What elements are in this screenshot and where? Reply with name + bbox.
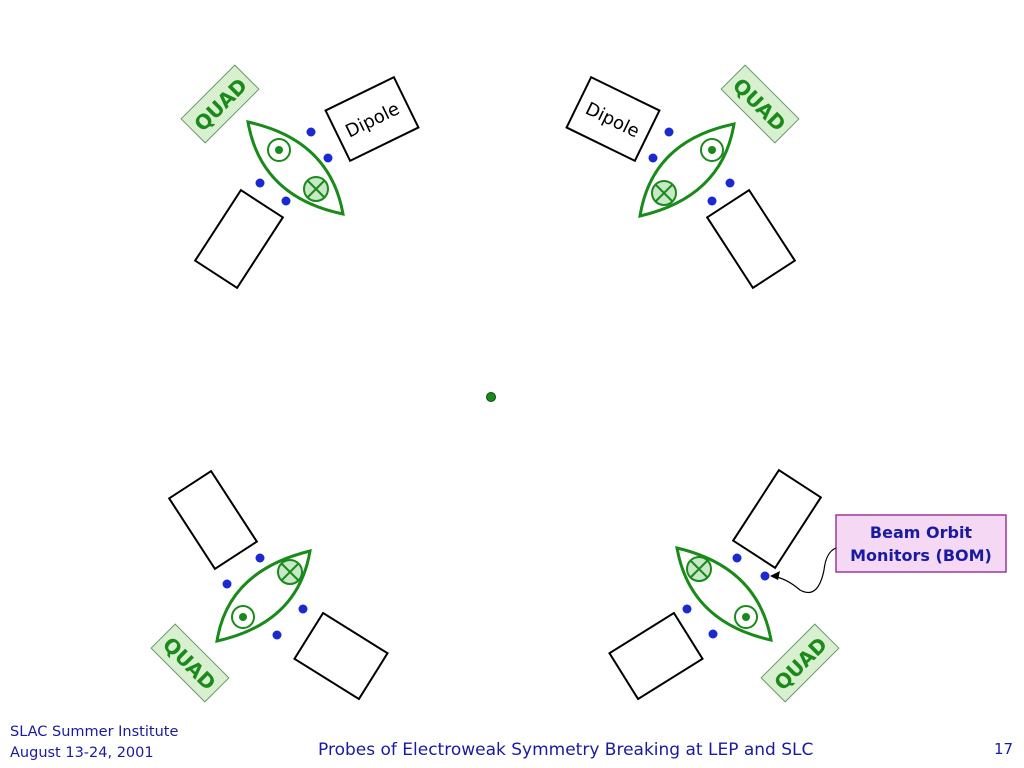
bom-callout-arrow-line — [771, 547, 837, 594]
beam-lens-lower-left — [215, 549, 312, 643]
beam-out-symbol-upper-left — [267, 138, 291, 162]
beam-out-symbol-upper-right — [700, 138, 724, 162]
beam-in-symbol-upper-left — [303, 176, 329, 202]
arm-upper-right: QUAD Dipole — [565, 64, 800, 290]
beam-lens-upper-right — [638, 122, 736, 218]
magnet-block-lower-right — [608, 611, 704, 701]
bom-dots-lower-left — [222, 553, 308, 640]
bom-callout-line2: Monitors (BOM) — [850, 546, 992, 565]
footer-institute: SLAC Summer Institute — [10, 724, 179, 740]
beam-lens-upper-left — [246, 120, 345, 216]
bom-dots-upper-left — [255, 127, 333, 206]
magnet-block-upper-left — [193, 188, 285, 290]
bom-callout-arrow-head — [770, 571, 780, 580]
beam-lens-lower-right — [675, 546, 773, 642]
bom-callout: Beam Orbit Monitors (BOM) — [770, 514, 1007, 594]
magnet-block-upper-lower-left — [167, 469, 259, 571]
beam-in-symbol-upper-right — [651, 180, 677, 206]
interaction-point — [486, 392, 496, 402]
quad-label-lower-right: QUAD — [760, 623, 840, 703]
footer-institute-block: SLAC Summer Institute August 13-24, 2001 — [10, 722, 178, 764]
footer-page-number: 17 — [994, 740, 1014, 758]
quad-label-upper-left: QUAD — [180, 64, 260, 144]
beam-in-symbol-lower-left — [277, 559, 303, 585]
bom-dots-upper-right — [648, 127, 735, 206]
footer-dates: August 13-24, 2001 — [10, 745, 154, 761]
arm-upper-left: QUAD Dipole — [180, 64, 420, 290]
beam-out-symbol-lower-left — [231, 605, 255, 629]
footer-title: Probes of Electroweak Symmetry Breaking … — [318, 740, 814, 760]
magnet-block-lower-left — [293, 611, 389, 701]
dipole-upper-left: Dipole — [324, 75, 420, 163]
arm-lower-right: QUAD — [608, 468, 840, 703]
beam-in-symbol-lower-right — [686, 556, 712, 582]
beam-out-symbol-lower-right — [734, 605, 758, 629]
dipole-upper-right: Dipole — [565, 75, 661, 163]
bom-dots-lower-right — [682, 553, 770, 639]
bom-callout-box — [835, 514, 1007, 573]
bom-callout-line1: Beam Orbit — [870, 523, 973, 542]
magnet-block-upper-right — [705, 188, 797, 290]
arm-lower-left: QUAD — [150, 469, 389, 703]
magnet-block-upper-lower-right — [731, 468, 823, 570]
